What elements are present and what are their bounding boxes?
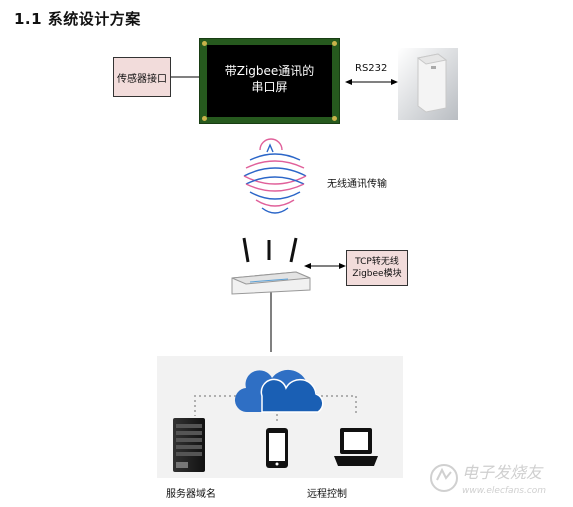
watermark-cn: 电子发烧友 (462, 463, 544, 482)
tcp-box-line-1: TCP转无线 (355, 257, 399, 267)
elecfans-logo-icon (430, 464, 458, 492)
tcp-zigbee-module-box: TCP转无线 Zigbee模块 (346, 250, 408, 286)
serial-screen-device: 带Zigbee通讯的 串口屏 (199, 38, 340, 124)
laptop-icon (334, 428, 378, 466)
wireless-transmission-label: 无线通讯传输 (327, 179, 387, 190)
sensor-interface-label: 传感器接口 (117, 73, 167, 85)
screen-line-1: 带Zigbee通讯的 (224, 64, 315, 78)
cloud-icon (234, 369, 324, 413)
rs232-label: RS232 (355, 63, 388, 74)
section-heading: 1.1 系统设计方案 (14, 10, 141, 28)
smartphone-icon (266, 428, 288, 468)
sensor-interface-box: 传感器接口 (113, 57, 171, 97)
network-dotted-lines (194, 395, 357, 424)
server-tower-icon (173, 418, 205, 472)
watermark-url: www.elecfans.com (462, 486, 546, 496)
arrowheads (304, 79, 398, 269)
router-image (231, 237, 311, 295)
connector-lines (171, 76, 392, 352)
server-domain-label: 服务器域名 (166, 489, 216, 500)
wireless-waves-icon (243, 138, 307, 214)
serial-screen-display: 带Zigbee通讯的 串口屏 (207, 45, 332, 117)
rs232-device-image (398, 48, 458, 120)
tcp-box-line-2: Zigbee模块 (352, 269, 402, 279)
remote-control-label: 远程控制 (307, 489, 347, 500)
screen-line-2: 串口屏 (251, 80, 288, 94)
